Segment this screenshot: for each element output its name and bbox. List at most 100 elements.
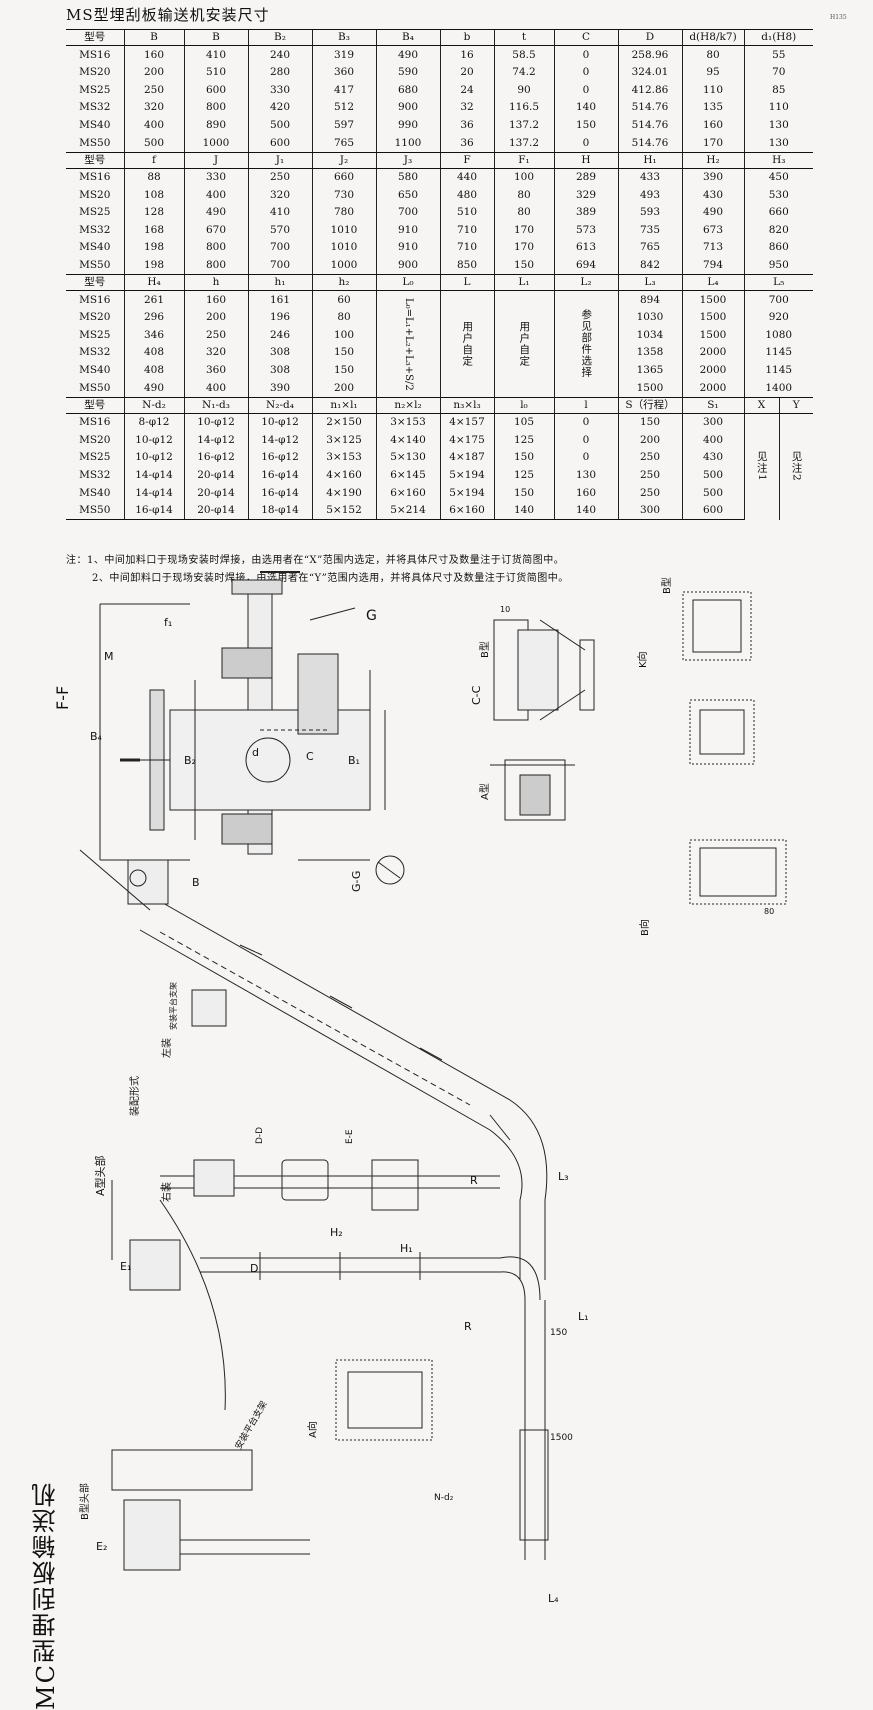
table-cell: 700 bbox=[247, 256, 312, 276]
table-cell: 24 bbox=[439, 81, 494, 99]
table-cell: 3×153 bbox=[311, 448, 376, 467]
table-cell: 8-φ12 bbox=[123, 413, 184, 432]
table-cell: 570 bbox=[247, 221, 312, 239]
table-cell: 160 bbox=[183, 290, 248, 309]
table-cell: 319 bbox=[311, 45, 376, 64]
table-cell: 1365 bbox=[617, 361, 682, 380]
table-cell: 20-φ14 bbox=[183, 466, 248, 485]
table-cell: 390 bbox=[247, 379, 312, 398]
column-header: F₁ bbox=[493, 151, 554, 169]
table-cell: 300 bbox=[681, 413, 744, 432]
merged-cell-l0: L₀=L₁+L₂+L₃+S/2 bbox=[375, 290, 440, 398]
table-cell: 137.2 bbox=[493, 133, 554, 153]
table-cell: MS50 bbox=[66, 379, 124, 398]
column-header: L₁ bbox=[493, 274, 554, 292]
table-cell: 125 bbox=[493, 431, 554, 449]
table-cell: 6×160 bbox=[439, 501, 494, 521]
table-cell: 894 bbox=[617, 290, 682, 309]
table-cell: 510 bbox=[439, 203, 494, 222]
table-cell: 130 bbox=[743, 116, 813, 134]
table-cell: 400 bbox=[183, 186, 248, 204]
label-ee: E-E bbox=[345, 1129, 355, 1144]
dim-c: C bbox=[306, 750, 314, 763]
table-cell: 5×194 bbox=[439, 484, 494, 502]
column-header: L bbox=[439, 274, 494, 292]
table-cell: 1358 bbox=[617, 343, 682, 362]
dim-h2: H₂ bbox=[330, 1226, 343, 1239]
table-cell: 450 bbox=[743, 168, 813, 187]
table-cell: MS32 bbox=[79, 223, 111, 236]
table-cell: 920 bbox=[743, 308, 813, 327]
table-cell: 700 bbox=[375, 203, 440, 222]
table-cell: 850 bbox=[439, 256, 494, 276]
table-cell: 140 bbox=[553, 501, 618, 521]
column-header: H₁ bbox=[617, 151, 682, 169]
table-cell: 330 bbox=[183, 168, 248, 187]
table-cell: 430 bbox=[681, 186, 744, 204]
table-cell: 1080 bbox=[743, 326, 813, 344]
document-title: MS型埋刮板输送机安装尺寸 bbox=[66, 6, 270, 24]
table-cell: 14-φ12 bbox=[183, 431, 248, 449]
table-cell: 0 bbox=[553, 81, 618, 99]
label-a-dir: A向 bbox=[306, 1421, 319, 1438]
table-cell: 16-φ14 bbox=[247, 484, 312, 502]
column-header: X bbox=[743, 396, 779, 414]
table-cell: MS50 bbox=[66, 256, 124, 276]
table-cell: 140 bbox=[553, 98, 618, 117]
table-cell: 4×190 bbox=[311, 484, 376, 502]
table-cell: 1010 bbox=[311, 221, 376, 239]
table-cell: 160 bbox=[681, 116, 744, 134]
table-cell: 1500 bbox=[681, 290, 744, 309]
table-cell: 128 bbox=[123, 203, 184, 222]
table-cell: 240 bbox=[247, 45, 312, 64]
table-cell: 135 bbox=[681, 98, 744, 117]
table-cell: 110 bbox=[743, 98, 813, 117]
column-header: b bbox=[439, 29, 494, 46]
dim-m: M bbox=[104, 650, 114, 663]
table-cell: 88 bbox=[123, 168, 184, 187]
table-cell: 58.5 bbox=[493, 45, 554, 64]
table-cell: 694 bbox=[553, 256, 618, 276]
table-cell: 5×214 bbox=[375, 501, 440, 521]
dim-h1: H₁ bbox=[400, 1242, 413, 1255]
label-ff: F-F bbox=[53, 686, 72, 710]
table-cell: 713 bbox=[681, 238, 744, 257]
table-cell: 900 bbox=[375, 98, 440, 117]
table-cell: 150 bbox=[493, 256, 554, 276]
table-cell: 650 bbox=[375, 186, 440, 204]
column-header: 型号 bbox=[66, 151, 124, 169]
table-cell: 161 bbox=[247, 290, 312, 309]
table-cell: 673 bbox=[681, 221, 744, 239]
table-cell: 150 bbox=[553, 116, 618, 134]
table-cell: 1100 bbox=[375, 133, 440, 153]
table-cell: 198 bbox=[123, 256, 184, 276]
table-cell: 1030 bbox=[617, 308, 682, 327]
merged-cell-x: 见注1 bbox=[743, 413, 779, 520]
table-cell: 4×157 bbox=[439, 413, 494, 432]
table-cell: 100 bbox=[493, 168, 554, 187]
table-cell: 400 bbox=[123, 116, 184, 134]
column-header: L₅ bbox=[743, 274, 813, 292]
label-left-install: 左装 bbox=[160, 1038, 173, 1058]
label-a-type: A型 bbox=[478, 783, 491, 800]
table-cell: 5×194 bbox=[439, 466, 494, 485]
table-cell: 250 bbox=[247, 168, 312, 187]
ff-section bbox=[99, 571, 386, 861]
table-cell: 6×145 bbox=[375, 466, 440, 485]
table-cell: 320 bbox=[183, 343, 248, 362]
table-cell: 0 bbox=[553, 133, 618, 153]
table-cell: MS32 bbox=[79, 469, 111, 482]
table-cell: 14-φ14 bbox=[123, 466, 184, 485]
table-cell: 150 bbox=[311, 343, 376, 362]
table-cell: 735 bbox=[617, 221, 682, 239]
table-cell: 360 bbox=[311, 63, 376, 82]
